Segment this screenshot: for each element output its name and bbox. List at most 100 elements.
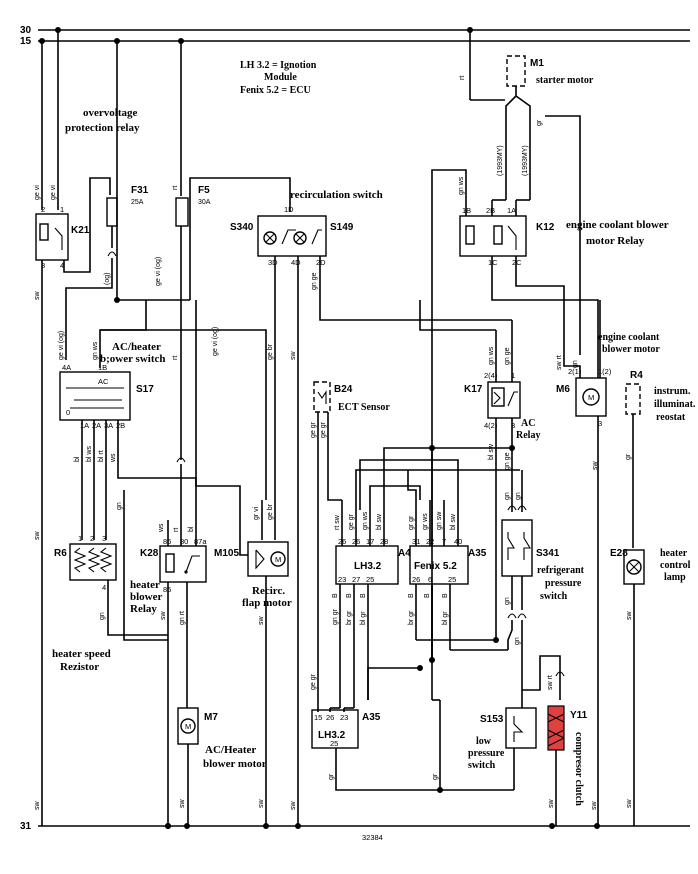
- note-line-2: Module: [264, 72, 297, 83]
- svg-text:sw: sw: [160, 611, 167, 621]
- svg-text:bl gr: bl gr: [442, 611, 449, 625]
- s17-label-2: b;ower switch: [100, 353, 165, 365]
- note-line-3: Fenix 5.2 = ECU: [240, 85, 311, 96]
- note-line-1: LH 3.2 = Ignotion: [240, 60, 317, 71]
- svg-text:ge br: ge br: [267, 503, 274, 520]
- svg-text:bl sw: bl sw: [488, 443, 495, 460]
- svg-text:M: M: [275, 555, 281, 564]
- svg-text:gn gr: gn gr: [332, 608, 339, 625]
- svg-text:86: 86: [163, 537, 171, 546]
- r4-label-2: illuminat.: [654, 399, 696, 410]
- svg-text:gn: gn: [504, 597, 511, 605]
- s17-code: S17: [136, 384, 154, 395]
- svg-text:rt sw: rt sw: [334, 514, 341, 530]
- k21-label-2: protection relay: [65, 122, 140, 134]
- svg-text:1A: 1A: [507, 206, 516, 215]
- f31-code: F31: [131, 185, 149, 196]
- rail-30-label: 30: [20, 25, 32, 36]
- svg-text:ge gr: ge gr: [348, 513, 355, 530]
- svg-text:rt: rt: [173, 528, 180, 532]
- svg-text:1: 1: [78, 534, 82, 543]
- svg-text:gn: gn: [116, 502, 123, 510]
- m6-coolant-blower-motor: [575, 377, 607, 417]
- svg-text:sw: sw: [34, 801, 41, 811]
- svg-text:4(2): 4(2): [484, 421, 498, 430]
- b24-code: B24: [334, 384, 353, 395]
- k21-label-1: overvoltage: [83, 107, 137, 119]
- svg-text:sw: sw: [290, 801, 297, 811]
- m7-label-2: blower motor: [203, 758, 267, 770]
- svg-text:br gr: br gr: [408, 610, 415, 625]
- svg-text:1: 1: [60, 205, 64, 214]
- svg-text:4A: 4A: [62, 363, 71, 372]
- svg-text:gn ge: gn ge: [311, 272, 318, 290]
- svg-text:ge gr: ge gr: [310, 421, 317, 438]
- lh32b-code: A35: [362, 712, 381, 723]
- b24-ect-sensor: [313, 381, 331, 413]
- svg-text:2B: 2B: [116, 421, 125, 430]
- svg-text:3D: 3D: [268, 258, 278, 267]
- svg-text:B: B: [408, 593, 415, 598]
- svg-text:1(2): 1(2): [598, 367, 612, 376]
- svg-text:30: 30: [180, 537, 188, 546]
- m7-code: M7: [204, 712, 218, 723]
- svg-text:M: M: [588, 393, 594, 402]
- m6-label-2: blower motor: [602, 344, 660, 355]
- svg-text:4D: 4D: [291, 258, 301, 267]
- fuse-f5: [175, 197, 189, 227]
- s341-label-1: refrigerant: [537, 565, 585, 576]
- svg-text:ge vi (og): ge vi (og): [58, 331, 65, 360]
- r4-label-3: reostat: [656, 412, 686, 423]
- svg-text:bl: bl: [188, 526, 195, 532]
- svg-text:2: 2: [90, 534, 94, 543]
- rail-15-label: 15: [20, 36, 32, 47]
- svg-text:rt: rt: [172, 356, 179, 360]
- svg-text:bl ws: bl ws: [86, 446, 93, 462]
- lh32b-module-name: LH3.2: [318, 730, 346, 741]
- m1-label: starter motor: [536, 75, 594, 86]
- svg-text:gn: gn: [572, 360, 579, 368]
- svg-text:M: M: [185, 722, 191, 731]
- svg-text:3: 3: [41, 261, 45, 270]
- svg-text:15: 15: [314, 713, 322, 722]
- svg-text:sw: sw: [626, 611, 633, 621]
- svg-text:2C: 2C: [512, 258, 522, 267]
- svg-text:ge vi: ge vi: [50, 185, 57, 200]
- svg-text:gr: gr: [536, 119, 543, 126]
- k28-label-1: heater: [130, 579, 160, 591]
- f31-rating: 25A: [131, 199, 144, 206]
- k28-label-2: blower: [130, 591, 163, 603]
- y11-code: Y11: [570, 710, 588, 721]
- svg-text:bl sw: bl sw: [376, 513, 383, 530]
- svg-text:gn ws: gn ws: [488, 346, 495, 365]
- r4-reostat: [625, 383, 641, 415]
- m105-label-2: flap motor: [242, 597, 292, 609]
- s153-label-2: pressure: [468, 748, 505, 759]
- svg-text:25: 25: [366, 575, 374, 584]
- svg-text:6: 6: [428, 575, 432, 584]
- a4-module-name: LH3.2: [354, 561, 382, 572]
- lh32-a35-module: [311, 709, 359, 749]
- svg-text:sw: sw: [34, 291, 41, 301]
- svg-text:(1993MY): (1993MY): [497, 145, 504, 176]
- svg-text:gr ws: gr ws: [422, 513, 429, 530]
- svg-text:1D: 1D: [284, 205, 294, 214]
- svg-text:4: 4: [102, 583, 106, 592]
- svg-text:gn ge: gn ge: [504, 452, 511, 470]
- k12-label-1: engine coolant blower: [566, 219, 669, 231]
- s341-label-3: switch: [540, 591, 568, 602]
- svg-text:1C: 1C: [488, 258, 498, 267]
- svg-text:gn: gn: [504, 492, 511, 500]
- svg-text:gn ge: gn ge: [504, 347, 511, 365]
- m1-code: M1: [530, 58, 544, 69]
- svg-text:bl rt: bl rt: [98, 450, 105, 462]
- svg-text:3: 3: [102, 534, 106, 543]
- svg-text:ge vi: ge vi: [34, 185, 41, 200]
- svg-text:26: 26: [412, 575, 420, 584]
- svg-text:sw: sw: [591, 801, 598, 811]
- y11-compressor-clutch: [547, 705, 565, 751]
- m6-code: M6: [556, 384, 570, 395]
- svg-text:gr: gr: [432, 773, 439, 780]
- rail-31-label: 31: [20, 821, 32, 832]
- svg-text:br gr: br gr: [346, 610, 353, 625]
